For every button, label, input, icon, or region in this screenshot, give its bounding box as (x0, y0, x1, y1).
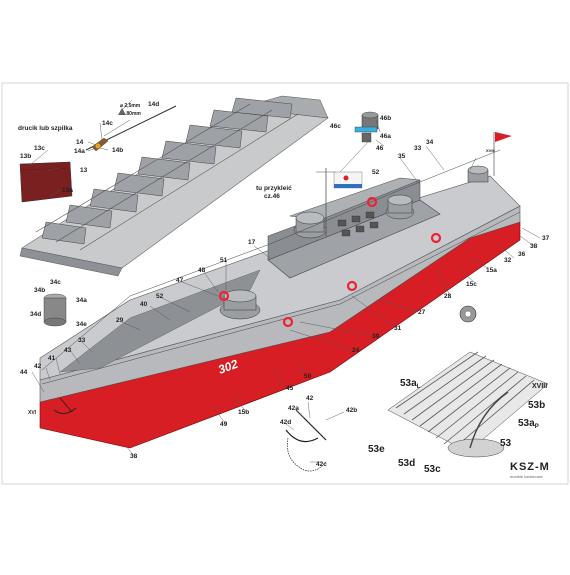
dimension-large: ↔ 80mm (120, 111, 141, 117)
label-53: 53 (500, 438, 512, 449)
bulwark-part (19, 161, 73, 203)
life-rings (218, 196, 442, 328)
label-46: 46 (376, 145, 384, 152)
label-32: 32 (504, 257, 512, 264)
label-46c: 46c (330, 123, 341, 130)
label-42c: 42c (316, 461, 327, 468)
frame-skeleton (19, 95, 329, 277)
label-31: 31 (394, 325, 402, 332)
bow-anchor (53, 397, 77, 414)
label-53a-left: 53aL (400, 378, 421, 390)
label-28: 28 (444, 293, 452, 300)
label-42d: 42d (280, 419, 291, 426)
label-53d: 53d (398, 458, 415, 469)
label-13a: 13a (62, 187, 73, 194)
label-14c: 14c (102, 120, 113, 127)
label-53a-right: 53aP (518, 418, 539, 430)
label-38-bow: 38 (130, 453, 138, 460)
label-15a: 15a (486, 267, 497, 274)
label-42-bow: 42 (34, 363, 42, 370)
photo-note-2: cz.46 (264, 193, 280, 200)
label-24: 24 (352, 347, 360, 354)
railing (41, 149, 521, 385)
searchlight-part (354, 111, 379, 143)
label-15c: 15c (466, 281, 477, 288)
hull-number: 302 (216, 357, 240, 377)
label-34d: 34d (30, 311, 41, 318)
label-35: 35 (398, 153, 406, 160)
label-33-top: 33 (414, 145, 422, 152)
boat-model (39, 132, 521, 449)
label-42b: 42b (346, 407, 357, 414)
label-14a: 14a (74, 148, 85, 155)
label-42a: 42a (288, 405, 299, 412)
label-14: 14 (76, 139, 84, 146)
label-51: 51 (220, 257, 228, 264)
text-labels: drucik lub szpilka tu przykleić cz.46 ⌀ … (18, 101, 550, 475)
roman-18-flag: XVIII (486, 148, 495, 153)
label-52-top: 52 (372, 169, 380, 176)
barrel-part (43, 293, 67, 327)
gun-turrets (219, 165, 489, 320)
logo-text: KSZ-M (510, 461, 550, 473)
label-27: 27 (418, 309, 426, 316)
label-53e: 53e (368, 444, 385, 455)
label-41: 41 (48, 355, 56, 362)
label-47: 47 (176, 277, 184, 284)
label-34: 34 (426, 139, 434, 146)
label-15b: 15b (238, 409, 249, 416)
label-13c: 13c (34, 145, 45, 152)
label-38-stern: 38 (530, 243, 538, 250)
label-50: 50 (304, 373, 312, 380)
wire-note: drucik lub szpilka (18, 125, 73, 132)
label-49: 49 (220, 421, 228, 428)
label-34e: 34e (76, 321, 87, 328)
stern-red-flag (495, 132, 512, 142)
label-44: 44 (20, 369, 28, 376)
label-42-anchor: 42 (306, 395, 314, 402)
roman-16: XVI (28, 410, 37, 416)
roman-18: XVIII (532, 383, 547, 390)
label-53b: 53b (528, 400, 545, 411)
label-29: 29 (116, 317, 124, 324)
label-46a: 46a (380, 133, 391, 140)
leader-lines (29, 99, 541, 463)
label-52-mid: 52 (156, 293, 164, 300)
label-40: 40 (140, 301, 148, 308)
label-43: 43 (64, 347, 72, 354)
logo-tagline: modele kartonowe (510, 474, 543, 479)
brand-logo: KSZ-M modele kartonowe (510, 461, 550, 479)
label-34c: 34c (50, 279, 61, 286)
label-46b: 46b (380, 115, 391, 122)
label-48: 48 (198, 267, 206, 274)
label-14b: 14b (112, 147, 123, 154)
label-13: 13 (80, 167, 88, 174)
label-34b: 34b (34, 287, 45, 294)
depth-charge-rack-part (387, 351, 549, 458)
naval-ensign-flag (333, 171, 363, 189)
label-13b: 13b (20, 153, 31, 160)
label-17: 17 (248, 239, 256, 246)
label-45: 45 (286, 385, 294, 392)
dimension-small: ⌀ 2,5mm (120, 103, 141, 109)
label-39: 39 (372, 333, 380, 340)
label-36: 36 (518, 251, 526, 258)
photo-note-1: tu przykleić (256, 185, 292, 192)
label-53c: 53c (424, 464, 441, 475)
label-14d: 14d (148, 101, 159, 108)
label-34a: 34a (76, 297, 87, 304)
wire-pin-part (85, 105, 177, 152)
label-37: 37 (542, 235, 550, 242)
label-33-bow: 33 (78, 337, 86, 344)
